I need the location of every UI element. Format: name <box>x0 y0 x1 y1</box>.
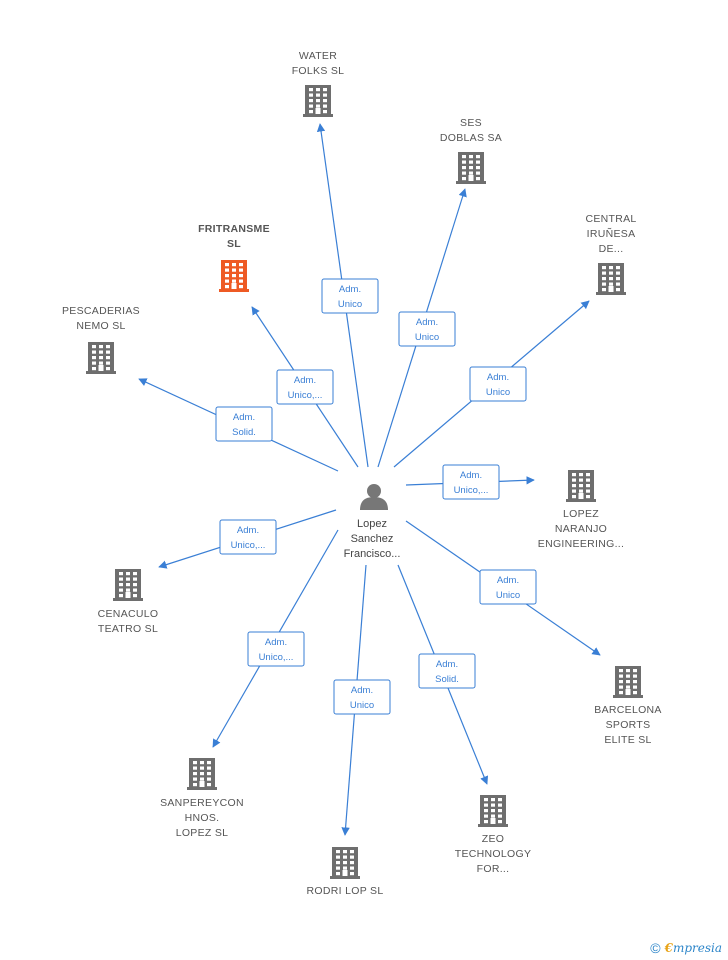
company-name-line: SES <box>460 117 482 129</box>
company-name-line: DOBLAS SA <box>440 132 502 144</box>
role-text: Adm. <box>460 470 482 481</box>
company-name-line: HNOS. <box>185 812 220 824</box>
person-name-line-3: Francisco... <box>344 548 401 560</box>
company-name-line: NEMO SL <box>76 320 125 332</box>
building-icon <box>86 342 116 374</box>
building-icon <box>303 85 333 117</box>
company-name-line: RODRI LOP SL <box>307 885 384 897</box>
company-node-zeo-technology[interactable]: ZEO TECHNOLOGY FOR... <box>455 795 532 875</box>
role-badge-water-folks[interactable]: Adm. Unico <box>321 278 379 314</box>
company-name-line: WATER <box>299 50 337 62</box>
role-text: Unico,... <box>454 485 489 496</box>
company-name-line: DE... <box>599 243 624 255</box>
company-name-line: CENTRAL <box>585 213 636 225</box>
person-name-line-1: Lopez <box>357 518 387 530</box>
company-name-line: SPORTS <box>606 719 651 731</box>
role-text: Adm. <box>265 637 287 648</box>
role-text: Unico <box>486 387 510 398</box>
role-text: Solid. <box>435 674 459 685</box>
role-text: Unico <box>496 590 520 601</box>
role-text: Adm. <box>416 317 438 328</box>
company-node-ses-doblas[interactable]: SES DOBLAS SA <box>440 117 502 184</box>
role-badge-pescaderias-nemo[interactable]: Adm. Solid. <box>215 406 273 442</box>
company-name-line: ZEO <box>482 833 505 845</box>
company-node-fritransme[interactable]: FRITRANSME SL <box>198 223 270 292</box>
building-icon <box>596 263 626 295</box>
person-name-line-2: Sanchez <box>351 533 394 545</box>
building-icon <box>187 758 217 790</box>
company-name-line: TEATRO SL <box>98 623 158 635</box>
role-badge-central-irunesa[interactable]: Adm. Unico <box>469 366 527 402</box>
nodes-layer: WATER FOLKS SL SES DOBLAS SA CENTRAL IRUÑESA D… <box>62 50 661 897</box>
company-node-barcelona-sports[interactable]: BARCELONA SPORTS ELITE SL <box>594 666 661 746</box>
role-text: Unico <box>415 332 439 343</box>
role-text: Adm. <box>294 375 316 386</box>
role-badge-fritransme[interactable]: Adm. Unico,... <box>276 369 334 405</box>
company-name-line: ELITE SL <box>604 734 651 746</box>
company-name-line: BARCELONA <box>594 704 661 716</box>
company-name-line: FOR... <box>477 863 510 875</box>
brand-logo[interactable]: €mpresia <box>664 941 722 955</box>
center-person[interactable]: Lopez Sanchez Francisco... <box>344 484 401 560</box>
company-node-rodri-lop[interactable]: RODRI LOP SL <box>307 847 384 897</box>
role-text: Adm. <box>233 412 255 423</box>
building-icon <box>330 847 360 879</box>
building-icon <box>219 260 249 292</box>
company-node-central-irunesa[interactable]: CENTRAL IRUÑESA DE... <box>585 213 636 295</box>
company-node-sanpereycon[interactable]: SANPEREYCON HNOS. LOPEZ SL <box>160 758 244 839</box>
company-name-line: LOPEZ SL <box>176 827 229 839</box>
role-badge-sanpereycon[interactable]: Adm. Unico,... <box>247 631 305 667</box>
company-name-line: IRUÑESA <box>587 227 636 240</box>
company-node-lopez-naranjo[interactable]: LOPEZ NARANJO ENGINEERING... <box>538 470 624 550</box>
company-name-line: NARANJO <box>555 523 607 535</box>
person-icon <box>360 484 388 510</box>
company-node-water-folks[interactable]: WATER FOLKS SL <box>292 50 345 117</box>
role-text: Adm. <box>497 575 519 586</box>
footer-brand: © €mpresia <box>650 940 722 956</box>
copyright-icon: © <box>650 940 661 956</box>
company-name-line: FRITRANSME <box>198 223 270 235</box>
building-icon <box>566 470 596 502</box>
company-node-pescaderias-nemo[interactable]: PESCADERIAS NEMO SL <box>62 305 140 374</box>
company-name-line: LOPEZ <box>563 508 599 520</box>
role-text: Unico,... <box>259 652 294 663</box>
role-text: Unico <box>350 700 374 711</box>
role-badge-cenaculo-teatro[interactable]: Adm. Unico,... <box>219 519 277 555</box>
company-name-line: ENGINEERING... <box>538 538 624 550</box>
company-name-line: SANPEREYCON <box>160 797 244 809</box>
role-text: Adm. <box>237 525 259 536</box>
company-name-line: CENACULO <box>98 608 159 620</box>
company-name-line: SL <box>227 238 241 250</box>
role-badge-lopez-naranjo[interactable]: Adm. Unico,... <box>442 464 500 500</box>
company-name-line: PESCADERIAS <box>62 305 140 317</box>
role-badge-ses-doblas[interactable]: Adm. Unico <box>398 311 456 347</box>
building-icon <box>478 795 508 827</box>
edges-layer: Adm.UnicoAdm.UnicoAdm.UnicoAdm.Unico,...… <box>138 123 601 836</box>
role-badge-zeo-technology[interactable]: Adm. Solid. <box>418 653 476 689</box>
role-text: Unico <box>338 299 362 310</box>
building-icon <box>613 666 643 698</box>
role-badge-rodri-lop[interactable]: Adm. Unico <box>333 679 391 715</box>
role-text: Solid. <box>232 427 256 438</box>
building-icon <box>113 569 143 601</box>
role-text: Adm. <box>351 685 373 696</box>
company-node-cenaculo-teatro[interactable]: CENACULO TEATRO SL <box>98 569 159 635</box>
company-name-line: TECHNOLOGY <box>455 848 532 860</box>
role-text: Adm. <box>436 659 458 670</box>
role-badge-barcelona-sports[interactable]: Adm. Unico <box>479 569 537 605</box>
role-text: Adm. <box>339 284 361 295</box>
building-icon <box>456 152 486 184</box>
role-text: Adm. <box>487 372 509 383</box>
company-name-line: FOLKS SL <box>292 65 345 77</box>
role-text: Unico,... <box>231 540 266 551</box>
role-text: Unico,... <box>288 390 323 401</box>
